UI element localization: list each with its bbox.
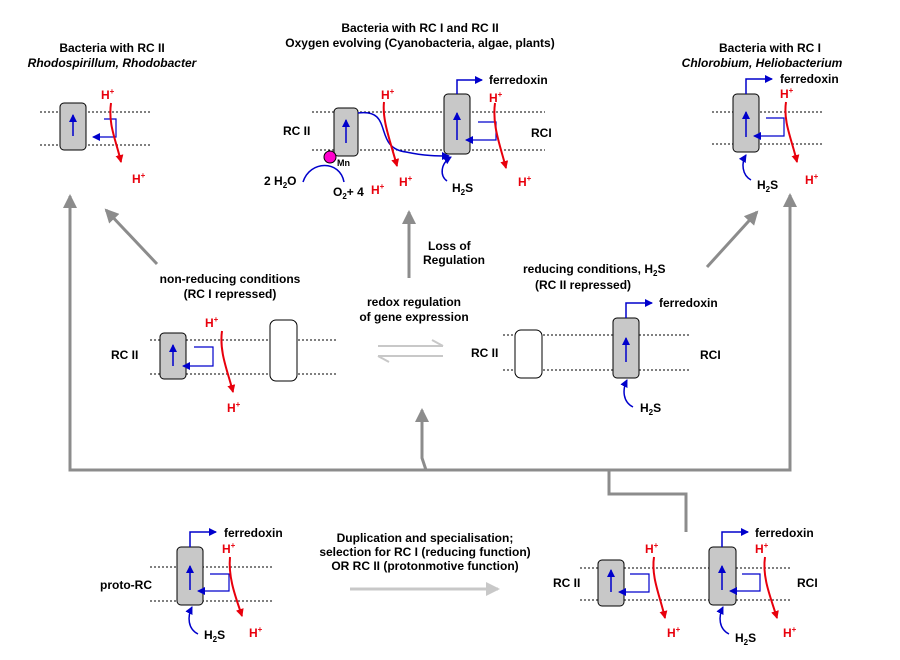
header-rc1-title: Bacteria with RC I bbox=[719, 41, 821, 55]
proton-label: H+ bbox=[205, 315, 219, 330]
proton-arrow bbox=[784, 101, 800, 163]
cyclic-electron-arrow bbox=[753, 117, 785, 140]
proton-label: H+ bbox=[518, 174, 532, 189]
proton-arrow bbox=[109, 102, 124, 163]
ferredoxin-label: ferredoxin bbox=[489, 73, 548, 87]
proton-label: H+ bbox=[101, 87, 115, 102]
proto-rc-label: proto-RC bbox=[100, 578, 152, 592]
reducing-title: reducing conditions, H2S bbox=[523, 262, 665, 278]
panel-nonreducing: RC II H+ H+ bbox=[111, 315, 338, 415]
ferredoxin-label: ferredoxin bbox=[755, 526, 814, 540]
ferredoxin-arrow bbox=[456, 76, 483, 94]
nonreducing-title: non-reducing conditions bbox=[160, 272, 301, 286]
rc1-label: RCI bbox=[797, 576, 818, 590]
header-both-title: Bacteria with RC I and RC II bbox=[341, 21, 498, 35]
panel-reducing: RC II RCI ferredoxin H2S bbox=[471, 296, 721, 417]
cyclic-electron-arrow bbox=[729, 573, 761, 595]
proton-label: H+ bbox=[755, 541, 769, 556]
header-rc2-title: Bacteria with RC II bbox=[59, 41, 164, 55]
h2s-label: H2S bbox=[452, 181, 473, 197]
oxygen-label: O2+ 4 bbox=[333, 185, 364, 201]
h2s-arrow bbox=[441, 156, 452, 182]
ferredoxin-arrow bbox=[189, 528, 217, 547]
h2s-label: H2S bbox=[757, 178, 778, 194]
ferredoxin-label: ferredoxin bbox=[659, 296, 718, 310]
proton-label: H+ bbox=[132, 171, 146, 186]
proton-label: H+ bbox=[783, 625, 797, 640]
h2s-label: H2S bbox=[640, 401, 661, 417]
proton-arrow bbox=[220, 330, 236, 393]
proton-label: H+ bbox=[222, 541, 236, 556]
proton-label: H+ bbox=[399, 174, 413, 189]
main-branch-left bbox=[63, 194, 609, 472]
proton-arrow bbox=[493, 102, 509, 169]
proton-label: H+ bbox=[489, 90, 503, 105]
duplication-line2: selection for RC I (reducing function) bbox=[319, 545, 530, 559]
proton-label: H+ bbox=[780, 86, 794, 101]
panel-oxygen-evolving: Bacteria with RC I and RC II Oxygen evol… bbox=[264, 21, 555, 201]
rc2-label: RC II bbox=[471, 346, 498, 360]
arrow-to-rc2-bacteria bbox=[104, 208, 159, 266]
proton-arrow bbox=[763, 556, 779, 619]
panel-rc2-bacteria: Bacteria with RC II Rhodospirillum, Rhod… bbox=[28, 41, 198, 186]
water-label: 2 H2O bbox=[264, 174, 296, 190]
nonreducing-subtitle: (RC I repressed) bbox=[184, 287, 277, 301]
mn-cluster bbox=[323, 150, 337, 164]
linear-electron-transfer bbox=[357, 111, 450, 160]
ferredoxin-label: ferredoxin bbox=[780, 72, 839, 86]
duplication-line1: Duplication and specialisation; bbox=[337, 531, 514, 545]
rc2-label: RC II bbox=[283, 124, 310, 138]
h2s-label: H2S bbox=[735, 631, 756, 647]
mn-label: Mn bbox=[337, 158, 350, 168]
proton-label: H+ bbox=[667, 625, 681, 640]
header-both-subtitle: Oxygen evolving (Cyanobacteria, algae, p… bbox=[285, 36, 554, 50]
panel-rc1-bacteria: Bacteria with RC I Chlorobium, Heliobact… bbox=[682, 41, 843, 194]
rc1-label: RCI bbox=[531, 126, 552, 140]
equilibrium-arrows bbox=[377, 339, 444, 363]
proton-arrow bbox=[382, 101, 400, 167]
duplication-line3: OR RC II (protonmotive function) bbox=[331, 559, 518, 573]
ferredoxin-arrow bbox=[721, 528, 749, 547]
proton-label: H+ bbox=[227, 400, 241, 415]
cyclic-electron-arrow bbox=[618, 573, 650, 596]
rc1-repressed bbox=[269, 319, 298, 382]
h2s-arrow bbox=[716, 606, 730, 635]
rc2-label: RC II bbox=[111, 348, 138, 362]
proton-label: H+ bbox=[645, 541, 659, 556]
h2s-arrow bbox=[738, 154, 752, 181]
loss-of-regulation-line1: Loss of bbox=[428, 239, 472, 253]
cyclic-electron-arrow bbox=[182, 346, 214, 370]
cyclic-electron-arrow bbox=[197, 573, 230, 595]
rc1-label: RCI bbox=[700, 348, 721, 362]
panel-proto-rc: proto-RC ferredoxin H+ H+ H2S bbox=[100, 526, 283, 644]
main-branch-right bbox=[607, 193, 797, 532]
header-rc2-species: Rhodospirillum, Rhodobacter bbox=[28, 56, 198, 70]
redox-title: redox regulation bbox=[367, 295, 461, 309]
header-rc1-species: Chlorobium, Heliobacterium bbox=[682, 56, 843, 70]
arrow-to-rc1-bacteria bbox=[705, 210, 759, 269]
proton-label: H+ bbox=[381, 87, 395, 102]
proton-arrow bbox=[652, 556, 668, 619]
h2s-label: H2S bbox=[204, 628, 225, 644]
panel-duplicated: RC II RCI H+ H+ ferredoxin H+ H+ H2S bbox=[553, 526, 818, 647]
proton-label: H+ bbox=[249, 625, 263, 640]
rc2-repressed bbox=[514, 329, 543, 379]
proton-arrow bbox=[228, 556, 244, 617]
ferredoxin-arrow bbox=[745, 75, 773, 94]
redox-subtitle: of gene expression bbox=[359, 310, 468, 324]
proton-label: H+ bbox=[805, 172, 819, 187]
water-oxidation-arrow bbox=[302, 164, 345, 183]
h2s-arrow bbox=[185, 606, 199, 635]
evolution-arrows bbox=[63, 193, 797, 532]
ferredoxin-label: ferredoxin bbox=[224, 526, 283, 540]
main-branch-center bbox=[415, 408, 429, 471]
reducing-subtitle: (RC II repressed) bbox=[535, 278, 631, 292]
proton-label: H+ bbox=[371, 182, 385, 197]
h2s-arrow bbox=[620, 379, 634, 408]
ferredoxin-arrow bbox=[625, 299, 653, 318]
loss-of-regulation-line2: Regulation bbox=[423, 253, 485, 267]
rc2-label: RC II bbox=[553, 576, 580, 590]
